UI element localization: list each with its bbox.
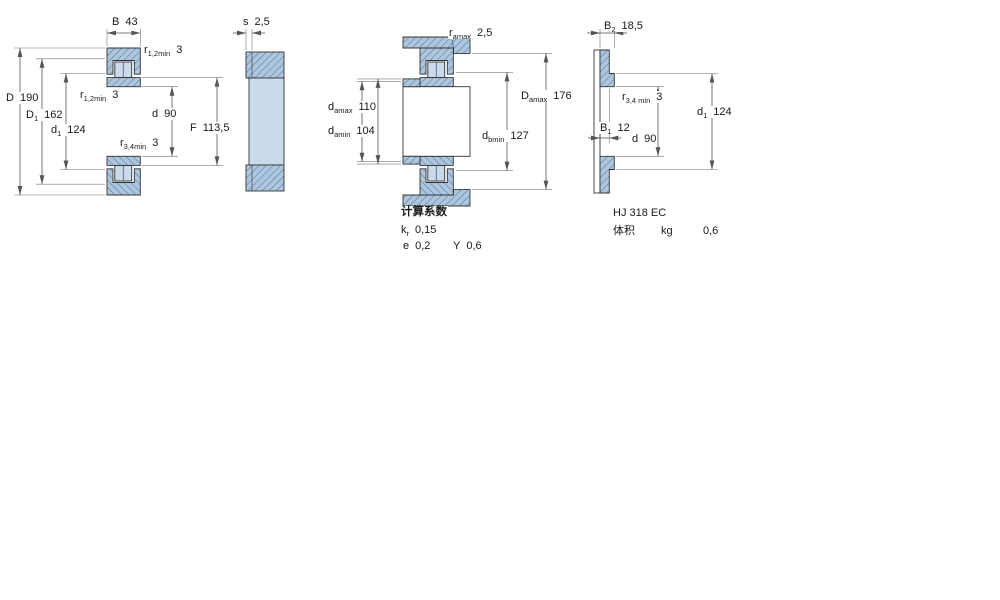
angle-ring-section-top (599, 49, 615, 88)
shaft-shoulder-top (402, 78, 421, 88)
shaft-section (402, 86, 471, 157)
right-figure-angle-ring (587, 29, 718, 194)
angle-ring-designation: HJ 318 EC (612, 207, 668, 220)
calculation-factors-heading: 计算系数 (400, 206, 448, 219)
abutting-face-strip (593, 49, 601, 194)
mass-unit: kg (660, 225, 674, 238)
dimension-lines (17, 30, 220, 195)
left-figure-bearing-cross-section (14, 29, 223, 196)
angle-ring-section-bottom (599, 155, 615, 194)
mass-label: 体积 (612, 225, 636, 238)
shaft-shoulder-bottom (402, 155, 421, 165)
middle-figure-mounting-dimensions (357, 36, 552, 207)
left-figure-side-view (233, 29, 285, 192)
extension-lines (14, 29, 223, 196)
mass-value: 0,6 (702, 225, 720, 238)
